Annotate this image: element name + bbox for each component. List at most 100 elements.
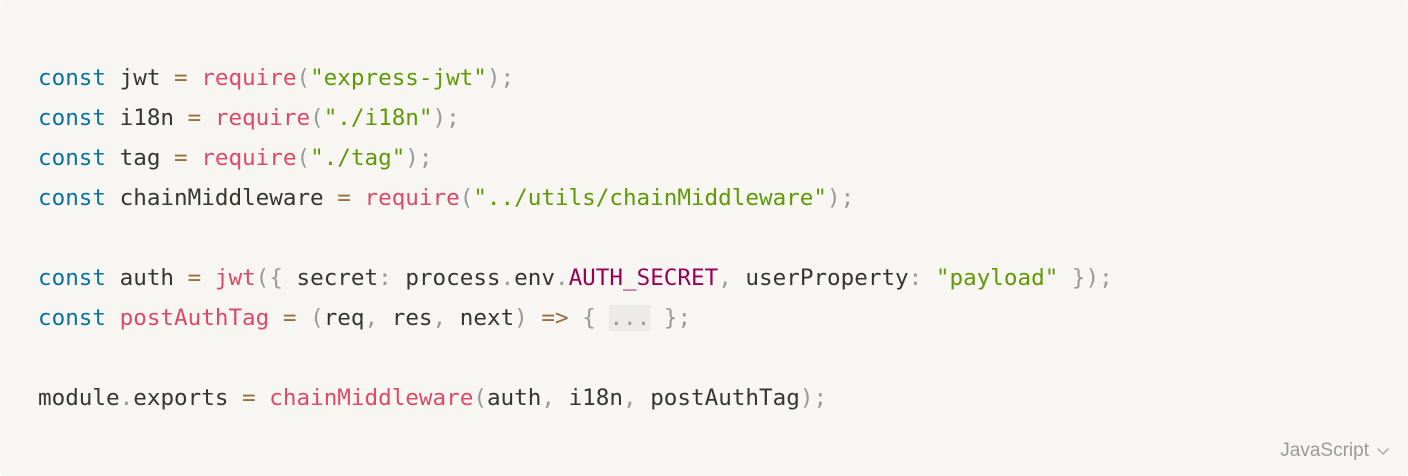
code-token: ) bbox=[514, 305, 528, 331]
code-token: const bbox=[38, 65, 107, 91]
code-token bbox=[188, 65, 202, 91]
code-token bbox=[569, 305, 583, 331]
chevron-down-icon bbox=[1377, 448, 1389, 455]
code-token: jwt bbox=[214, 265, 256, 291]
code-token: ) bbox=[826, 185, 841, 211]
code-token bbox=[650, 305, 664, 331]
code-token: ) bbox=[405, 145, 419, 171]
language-selector[interactable]: JavaScript bbox=[1280, 440, 1391, 462]
code-line: const jwt = require("express-jwt"); bbox=[38, 58, 1370, 98]
code-token: next bbox=[446, 305, 515, 331]
code-token: . bbox=[500, 265, 515, 291]
code-token: : bbox=[378, 265, 392, 291]
code-token: tag bbox=[106, 145, 175, 171]
code-token: ({ bbox=[255, 265, 283, 291]
code-token bbox=[201, 265, 215, 291]
code-token bbox=[351, 185, 365, 211]
code-token bbox=[296, 305, 310, 331]
code-token: process bbox=[391, 265, 501, 291]
code-token: ; bbox=[1099, 265, 1113, 291]
code-token: , bbox=[432, 305, 447, 331]
code-token: env bbox=[514, 265, 555, 291]
code-token: = bbox=[242, 385, 256, 411]
code-token: } bbox=[663, 305, 678, 331]
code-token: ; bbox=[500, 65, 515, 91]
code-token: chainMiddleware bbox=[269, 385, 474, 411]
code-token: }) bbox=[1058, 265, 1100, 291]
code-token: ; bbox=[840, 185, 855, 211]
code-token: ( bbox=[310, 305, 324, 331]
code-token: ( bbox=[473, 385, 487, 411]
code-token: => bbox=[541, 305, 569, 331]
code-token: require bbox=[201, 65, 297, 91]
code-token bbox=[528, 305, 542, 331]
code-token: const bbox=[38, 265, 107, 291]
code-token: const bbox=[38, 305, 107, 331]
code-token: = bbox=[337, 185, 351, 211]
code-line bbox=[38, 218, 1370, 258]
code-token: , bbox=[364, 305, 379, 331]
code-token: { bbox=[582, 305, 596, 331]
code-token: require bbox=[364, 185, 460, 211]
code-token: , bbox=[622, 385, 637, 411]
code-token: userProperty bbox=[731, 265, 909, 291]
code-token bbox=[596, 305, 610, 331]
code-token: . bbox=[554, 265, 569, 291]
code-line: const i18n = require("./i18n"); bbox=[38, 98, 1370, 138]
code-token: = bbox=[174, 65, 188, 91]
code-token: "../utils/chainMiddleware" bbox=[473, 185, 827, 211]
code-token: = bbox=[187, 265, 202, 291]
code-token bbox=[256, 385, 270, 411]
code-line: const postAuthTag = (req, res, next) => … bbox=[38, 298, 1370, 338]
code-token: secret bbox=[282, 265, 379, 291]
code-token: const bbox=[38, 185, 107, 211]
code-token: ( bbox=[296, 65, 311, 91]
code-line: const auth = jwt({ secret: process.env.A… bbox=[38, 258, 1370, 298]
code-token: require bbox=[214, 105, 311, 131]
code-token: ... bbox=[609, 305, 651, 331]
code-line bbox=[38, 338, 1370, 378]
code-token: require bbox=[201, 145, 297, 171]
code-line: const chainMiddleware = require("../util… bbox=[38, 178, 1370, 218]
code-token: auth bbox=[106, 265, 188, 291]
code-token: const bbox=[38, 105, 107, 131]
code-token: i18n bbox=[554, 385, 623, 411]
code-token: : bbox=[908, 265, 923, 291]
code-line: module.exports = chainMiddleware(auth, i… bbox=[38, 378, 1370, 418]
code-token: ; bbox=[813, 385, 828, 411]
code-token: req bbox=[323, 305, 365, 331]
code-token: postAuthTag bbox=[119, 305, 270, 331]
language-label: JavaScript bbox=[1280, 440, 1369, 461]
code-token: const bbox=[38, 145, 107, 171]
code-token bbox=[106, 305, 120, 331]
code-token: = bbox=[174, 145, 188, 171]
code-token: ; bbox=[446, 105, 460, 131]
code-token: , bbox=[718, 265, 732, 291]
code-token bbox=[201, 105, 215, 131]
code-token: ) bbox=[799, 385, 814, 411]
code-token bbox=[922, 265, 936, 291]
code-token: , bbox=[541, 385, 555, 411]
code-token: i18n bbox=[106, 105, 188, 131]
code-token: AUTH_SECRET bbox=[568, 265, 719, 291]
code-token: ) bbox=[486, 65, 501, 91]
code-token: jwt bbox=[106, 65, 175, 91]
code-token: module bbox=[38, 385, 120, 411]
code-token: ) bbox=[432, 105, 447, 131]
code-token bbox=[188, 145, 202, 171]
code-token bbox=[269, 305, 283, 331]
code-token: "./i18n" bbox=[323, 105, 433, 131]
code-token: ; bbox=[677, 305, 692, 331]
code-token: res bbox=[378, 305, 433, 331]
code-token: ( bbox=[296, 145, 311, 171]
code-token: = bbox=[187, 105, 202, 131]
code-token: ( bbox=[459, 185, 474, 211]
code-token: auth bbox=[486, 385, 542, 411]
code-token: . bbox=[119, 385, 134, 411]
code-token: ( bbox=[310, 105, 324, 131]
code-content[interactable]: const jwt = require("express-jwt");const… bbox=[38, 58, 1370, 418]
code-token bbox=[228, 385, 242, 411]
code-token: "./tag" bbox=[310, 145, 406, 171]
code-token: postAuthTag bbox=[636, 385, 800, 411]
